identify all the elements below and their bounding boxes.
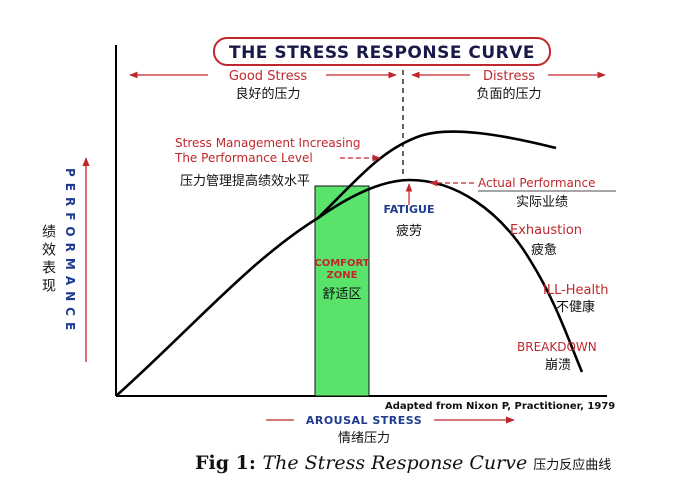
stress-management-label-line1: Stress Management Increasing <box>175 136 361 150</box>
exhaustion-label-cn: 疲惫 <box>531 242 557 258</box>
actual-performance-label: Actual Performance <box>478 176 595 190</box>
good-stress-label-cn: 良好的压力 <box>235 86 300 102</box>
actual-performance-curve <box>115 178 584 397</box>
distress-label-cn: 负面的压力 <box>476 86 541 102</box>
caption-title: The Stress Response Curve <box>262 452 528 474</box>
good-stress-label: Good Stress <box>229 69 308 84</box>
comfort-zone-area <box>314 185 370 397</box>
y-axis-label-cn: 绩效表现 <box>40 224 56 296</box>
stress-management-label-cn: 压力管理提高绩效水平 <box>180 173 310 189</box>
exhaustion-label: Exhaustion <box>510 223 582 238</box>
fatigue-label-cn: 疲劳 <box>396 223 422 239</box>
figure-caption: Fig 1: The Stress Response Curve 压力反应曲线 <box>195 452 611 474</box>
diagram-title: THE STRESS RESPONSE CURVE <box>229 43 535 63</box>
caption-title-cn: 压力反应曲线 <box>533 458 612 473</box>
comfort-zone-label-line2: ZONE <box>327 270 358 281</box>
comfort-zone-label-cn: 舒适区 <box>322 287 361 302</box>
caption-prefix: Fig 1: <box>195 452 263 474</box>
comfort-zone-label-line1: COMFORT <box>314 258 369 269</box>
source-credit: Adapted from Nixon P, Practitioner, 1979 <box>385 401 615 412</box>
title-box <box>213 37 551 66</box>
managed-performance-curve <box>317 130 557 219</box>
ill-health-label: ILL-Health <box>543 283 608 298</box>
ill-health-label-cn: 不健康 <box>556 299 595 315</box>
breakdown-label: BREAKDOWN <box>517 340 597 354</box>
distress-label: Distress <box>483 69 535 84</box>
actual-performance-label-cn: 实际业绩 <box>516 195 568 210</box>
x-axis-label: AROUSAL STRESS <box>306 414 422 427</box>
y-axis-label: PERFORMANCE <box>63 168 77 336</box>
breakdown-label-cn: 崩溃 <box>545 358 571 373</box>
stress-management-label-line2: The Performance Level <box>174 151 313 165</box>
fatigue-label: FATIGUE <box>384 203 435 216</box>
x-axis-label-cn: 情绪压力 <box>338 431 390 446</box>
